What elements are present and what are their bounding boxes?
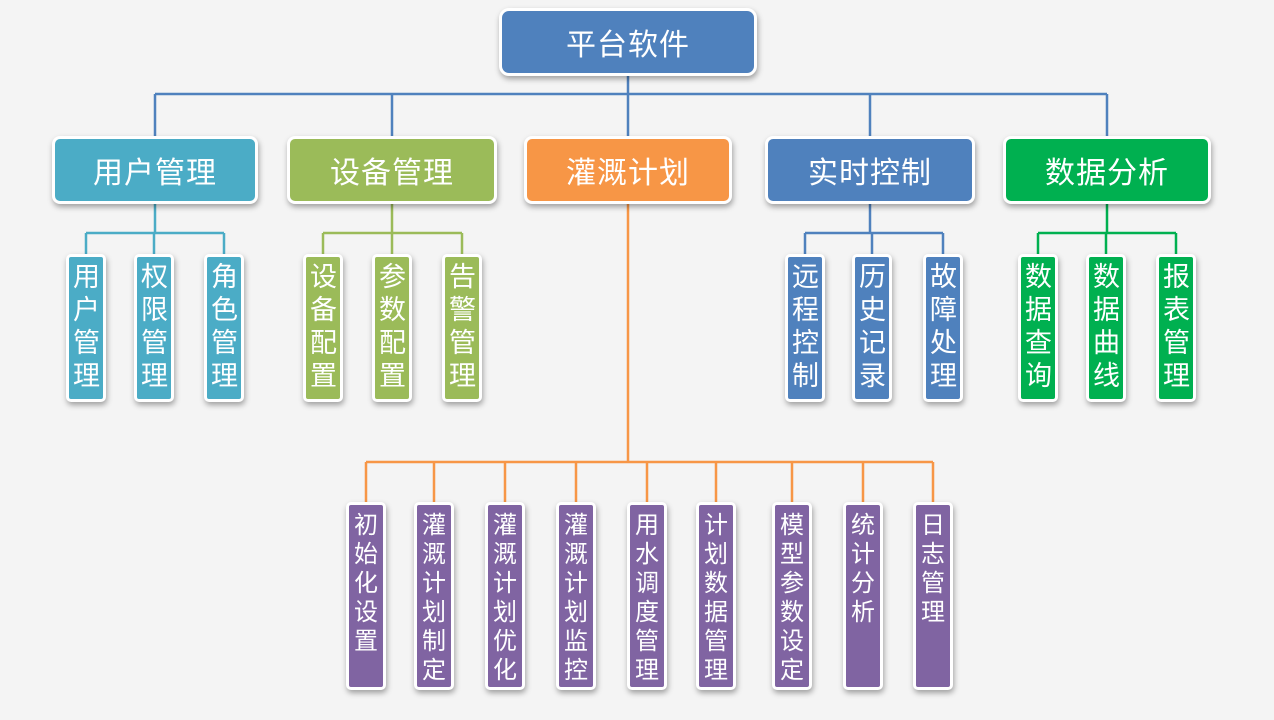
leaf-label: 参数配置 [379,262,406,392]
root-node-label: 平台软件 [566,28,690,63]
leaf-node-control: 历史记录 [852,254,892,402]
leaf-label: 用水调度管理 [635,511,659,684]
leaf-label: 模型参数设定 [780,511,804,684]
leaf-node-user: 用户管理 [66,254,106,402]
leaf-node-irrigation: 统计分析 [843,502,883,690]
leaf-node-irrigation: 用水调度管理 [627,502,667,690]
leaf-label: 日志管理 [921,511,945,626]
leaf-label: 数据查询 [1025,262,1052,392]
leaf-node-user: 角色管理 [204,254,244,402]
leaf-label: 故障处理 [930,262,957,392]
leaf-node-device: 设备配置 [303,254,343,402]
leaf-node-user: 权限管理 [134,254,174,402]
leaf-node-control: 远程控制 [785,254,825,402]
leaf-label: 远程控制 [792,262,819,392]
leaf-node-device: 参数配置 [372,254,412,402]
category-label: 用户管理 [93,156,217,191]
leaf-label: 计划数据管理 [704,511,728,684]
leaf-node-irrigation: 初始化设置 [346,502,386,690]
leaf-node-data: 报表管理 [1156,254,1196,402]
leaf-node-irrigation: 灌溉计划制定 [414,502,454,690]
leaf-label: 数据曲线 [1093,262,1120,392]
leaf-label: 权限管理 [141,262,168,392]
category-node-device: 设备管理 [287,136,497,204]
leaf-node-irrigation: 灌溉计划优化 [485,502,525,690]
leaf-label: 灌溉计划优化 [493,511,517,684]
category-label: 实时控制 [808,156,932,191]
leaf-label: 初始化设置 [354,511,378,655]
leaf-node-irrigation: 计划数据管理 [696,502,736,690]
category-node-user: 用户管理 [52,136,258,204]
leaf-node-data: 数据查询 [1018,254,1058,402]
leaf-label: 告警管理 [449,262,476,392]
leaf-label: 灌溉计划制定 [422,511,446,684]
leaf-label: 灌溉计划监控 [564,511,588,684]
leaf-node-control: 故障处理 [923,254,963,402]
category-label: 数据分析 [1045,156,1169,191]
category-node-irrigation: 灌溉计划 [524,136,732,204]
leaf-label: 报表管理 [1163,262,1190,392]
leaf-label: 角色管理 [211,262,238,392]
category-node-control: 实时控制 [765,136,975,204]
leaf-label: 设备配置 [310,262,337,392]
leaf-node-irrigation: 模型参数设定 [772,502,812,690]
root-node-platform-software: 平台软件 [499,8,757,76]
leaf-label: 统计分析 [851,511,875,626]
leaf-node-data: 数据曲线 [1086,254,1126,402]
leaf-label: 历史记录 [859,262,886,392]
category-label: 设备管理 [330,156,454,191]
leaf-node-irrigation: 日志管理 [913,502,953,690]
leaf-node-irrigation: 灌溉计划监控 [556,502,596,690]
category-label: 灌溉计划 [566,156,690,191]
category-node-data: 数据分析 [1003,136,1211,204]
leaf-node-device: 告警管理 [442,254,482,402]
leaf-label: 用户管理 [73,262,100,392]
